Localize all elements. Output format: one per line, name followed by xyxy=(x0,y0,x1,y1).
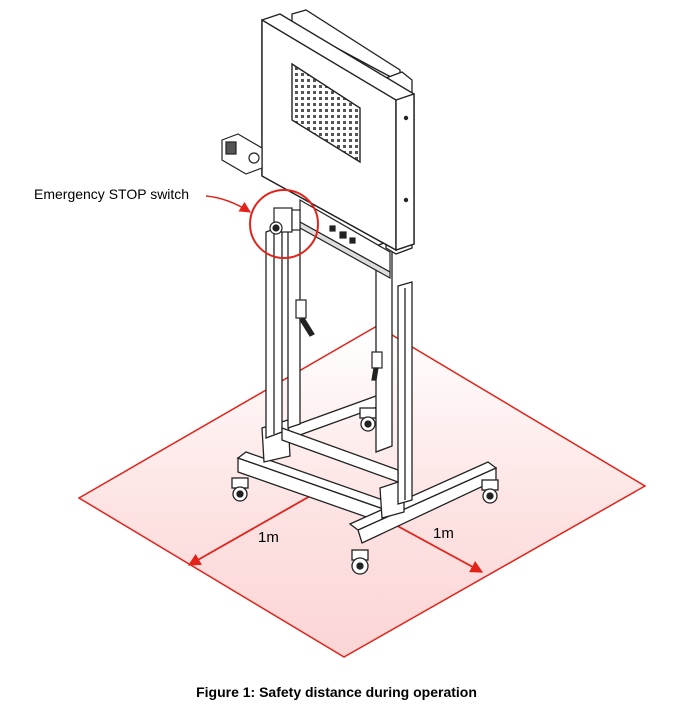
safety-zone xyxy=(77,325,647,658)
emergency-stop-label: Emergency STOP switch xyxy=(34,186,190,202)
emergency-stop-switch xyxy=(269,207,301,235)
clamp-handles xyxy=(295,299,383,381)
side-device xyxy=(221,133,263,175)
stand-columns xyxy=(265,225,413,505)
arrow-icon xyxy=(205,195,251,213)
dimension-label-right: 1m xyxy=(433,525,454,542)
casters xyxy=(231,407,499,575)
figure-caption: Figure 1: Safety distance during operati… xyxy=(196,684,477,700)
dimension-label-left: 1m xyxy=(258,529,279,546)
circle-highlight xyxy=(249,189,319,259)
